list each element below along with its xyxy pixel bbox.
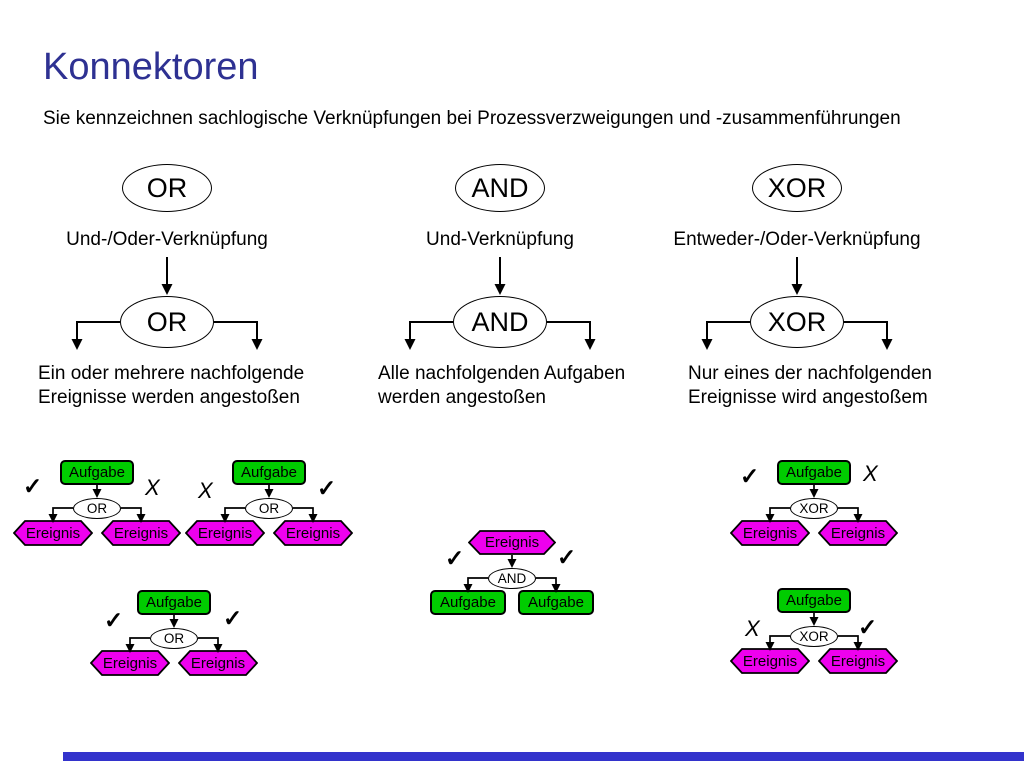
event-label: Ereignis <box>102 654 158 672</box>
check-mark: ✓ <box>740 463 760 489</box>
event-label: Ereignis <box>830 652 886 670</box>
event-label: Ereignis <box>113 524 169 542</box>
connector-symbol-xor: XOR <box>752 164 842 212</box>
event-label: Ereignis <box>830 524 886 542</box>
task-node: Aufgabe <box>137 590 211 615</box>
event-node: Ereignis <box>730 520 810 546</box>
check-mark: ✓ <box>445 545 465 571</box>
event-hexagon-shape <box>818 648 898 674</box>
event-label: Ereignis <box>25 524 81 542</box>
event-node: Ereignis <box>818 520 898 546</box>
description-line-2: werden angestoßen <box>378 387 546 408</box>
connector-description-and: Alle nachfolgenden Aufgaben werden angest… <box>378 362 625 410</box>
event-label: Ereignis <box>742 652 798 670</box>
task-node: Aufgabe <box>777 588 851 613</box>
event-node: Ereignis <box>178 650 258 676</box>
task-node: Aufgabe <box>430 590 506 615</box>
event-label: Ereignis <box>190 654 246 672</box>
check-mark: ✓ <box>317 475 337 501</box>
event-label: Ereignis <box>484 534 540 551</box>
event-hexagon-shape <box>90 650 170 676</box>
event-hexagon-shape <box>818 520 898 546</box>
event-label: Ereignis <box>742 524 798 542</box>
connector-split-symbol-and: AND <box>453 296 547 348</box>
connector-label-and: Und-Verknüpfung <box>426 229 574 250</box>
mini-connector-or: OR <box>245 498 293 519</box>
connector-label-or: Und-/Oder-Verknüpfung <box>66 229 268 250</box>
page-title: Konnektoren <box>43 46 259 88</box>
task-node: Aufgabe <box>518 590 594 615</box>
event-node: Ereignis <box>818 648 898 674</box>
connector-split-symbol-xor: XOR <box>750 296 844 348</box>
event-node: Ereignis <box>185 520 265 546</box>
event-hexagon-shape <box>273 520 353 546</box>
mini-connector-or: OR <box>150 628 198 649</box>
check-mark: ✓ <box>104 607 124 633</box>
mini-connector-xor: XOR <box>790 498 838 519</box>
event-node: Ereignis <box>730 648 810 674</box>
event-label: Ereignis <box>197 524 253 542</box>
task-node: Aufgabe <box>232 460 306 485</box>
description-line-1: Nur eines der nachfolgenden <box>688 363 933 384</box>
description-line-2: Ereignisse wird angestoßem <box>688 387 928 408</box>
connector-label-xor: Entweder-/Oder-Verknüpfung <box>673 229 921 250</box>
event-hexagon-shape <box>730 648 810 674</box>
event-hexagon-shape <box>101 520 181 546</box>
event-hexagon-shape <box>185 520 265 546</box>
description-line-1: Ein oder mehrere nachfolgende <box>38 363 305 384</box>
event-node: Ereignis <box>90 650 170 676</box>
event-hexagon-shape <box>730 520 810 546</box>
cross-mark: X <box>198 478 213 503</box>
connector-symbol-and: AND <box>455 164 545 212</box>
mini-connector-or: OR <box>73 498 121 519</box>
event-node: Ereignis <box>273 520 353 546</box>
mini-connector-and: AND <box>488 568 536 589</box>
check-mark: ✓ <box>858 614 878 640</box>
check-mark: ✓ <box>223 605 243 631</box>
check-mark: ✓ <box>23 473 43 499</box>
event-node: Ereignis <box>13 520 93 546</box>
event-hexagon-shape <box>178 650 258 676</box>
event-node: Ereignis <box>101 520 181 546</box>
description-line-1: Alle nachfolgenden Aufgaben <box>378 363 626 384</box>
cross-mark: X <box>745 616 760 641</box>
task-node: Aufgabe <box>60 460 134 485</box>
event-label: Ereignis <box>285 524 341 542</box>
event-hexagon-shape <box>468 530 556 555</box>
cross-mark: X <box>145 475 160 500</box>
bottom-bar <box>63 752 1024 761</box>
connector-split-symbol-or: OR <box>120 296 214 348</box>
connector-symbol-or: OR <box>122 164 212 212</box>
cross-mark: X <box>863 461 878 486</box>
event-hexagon-shape <box>13 520 93 546</box>
mini-connector-xor: XOR <box>790 626 838 647</box>
event-node: Ereignis <box>468 530 556 555</box>
check-mark: ✓ <box>557 544 577 570</box>
slide-subtitle: Sie kennzeichnen sachlogische Verknüpfun… <box>43 108 901 129</box>
task-node: Aufgabe <box>777 460 851 485</box>
description-line-2: Ereignisse werden angestoßen <box>38 387 300 408</box>
